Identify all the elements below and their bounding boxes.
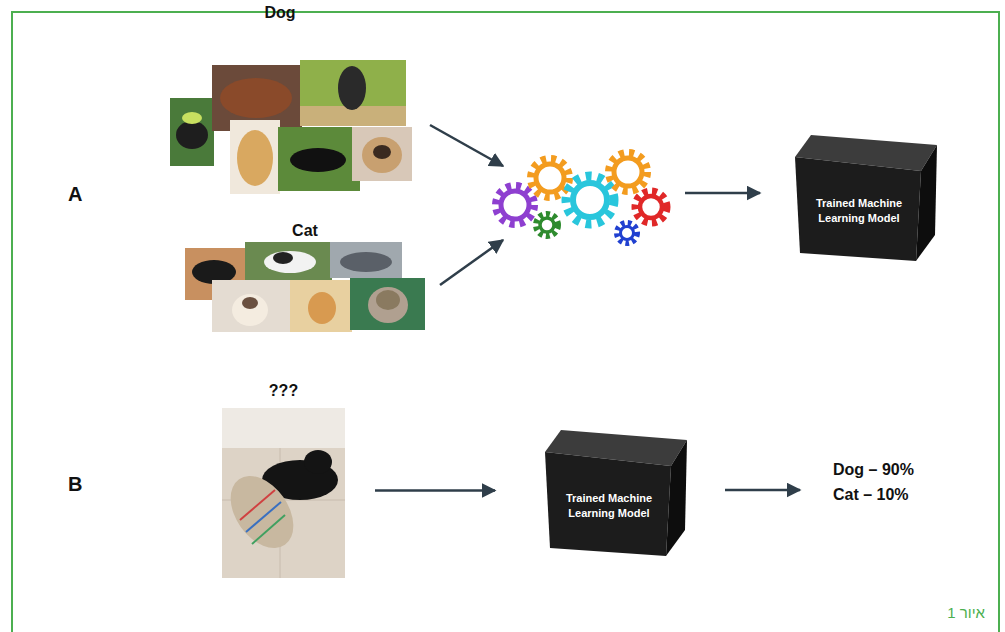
flow-arrows [430, 125, 800, 490]
cat-photos [185, 242, 425, 332]
cat-photo-group: Cat [185, 222, 425, 332]
model-label: Trained Machine Learning Model [561, 468, 657, 544]
flow-arrow [375, 489, 495, 492]
panel-letter: B [68, 473, 82, 496]
prediction-score: Cat – 10% [833, 486, 909, 504]
frame [12, 12, 999, 632]
unknown-photo-box: ??? [222, 382, 345, 578]
group-heading: ??? [222, 382, 345, 400]
model-cube: Trained Machine Learning Model [795, 135, 937, 261]
dog-photos [170, 60, 412, 194]
model-label: Trained Machine Learning Model [811, 173, 907, 249]
dog-photo-group: Dog [160, 4, 400, 196]
prediction-score: Dog – 90% [833, 461, 914, 479]
group-heading: Dog [160, 4, 400, 22]
unknown-photo [218, 408, 345, 578]
group-heading: Cat [185, 222, 425, 240]
panel-letter: A [68, 183, 82, 206]
model-cube: Trained Machine Learning Model [545, 430, 687, 556]
figure-caption: איור 1 [947, 604, 985, 621]
training-gears [496, 153, 667, 243]
